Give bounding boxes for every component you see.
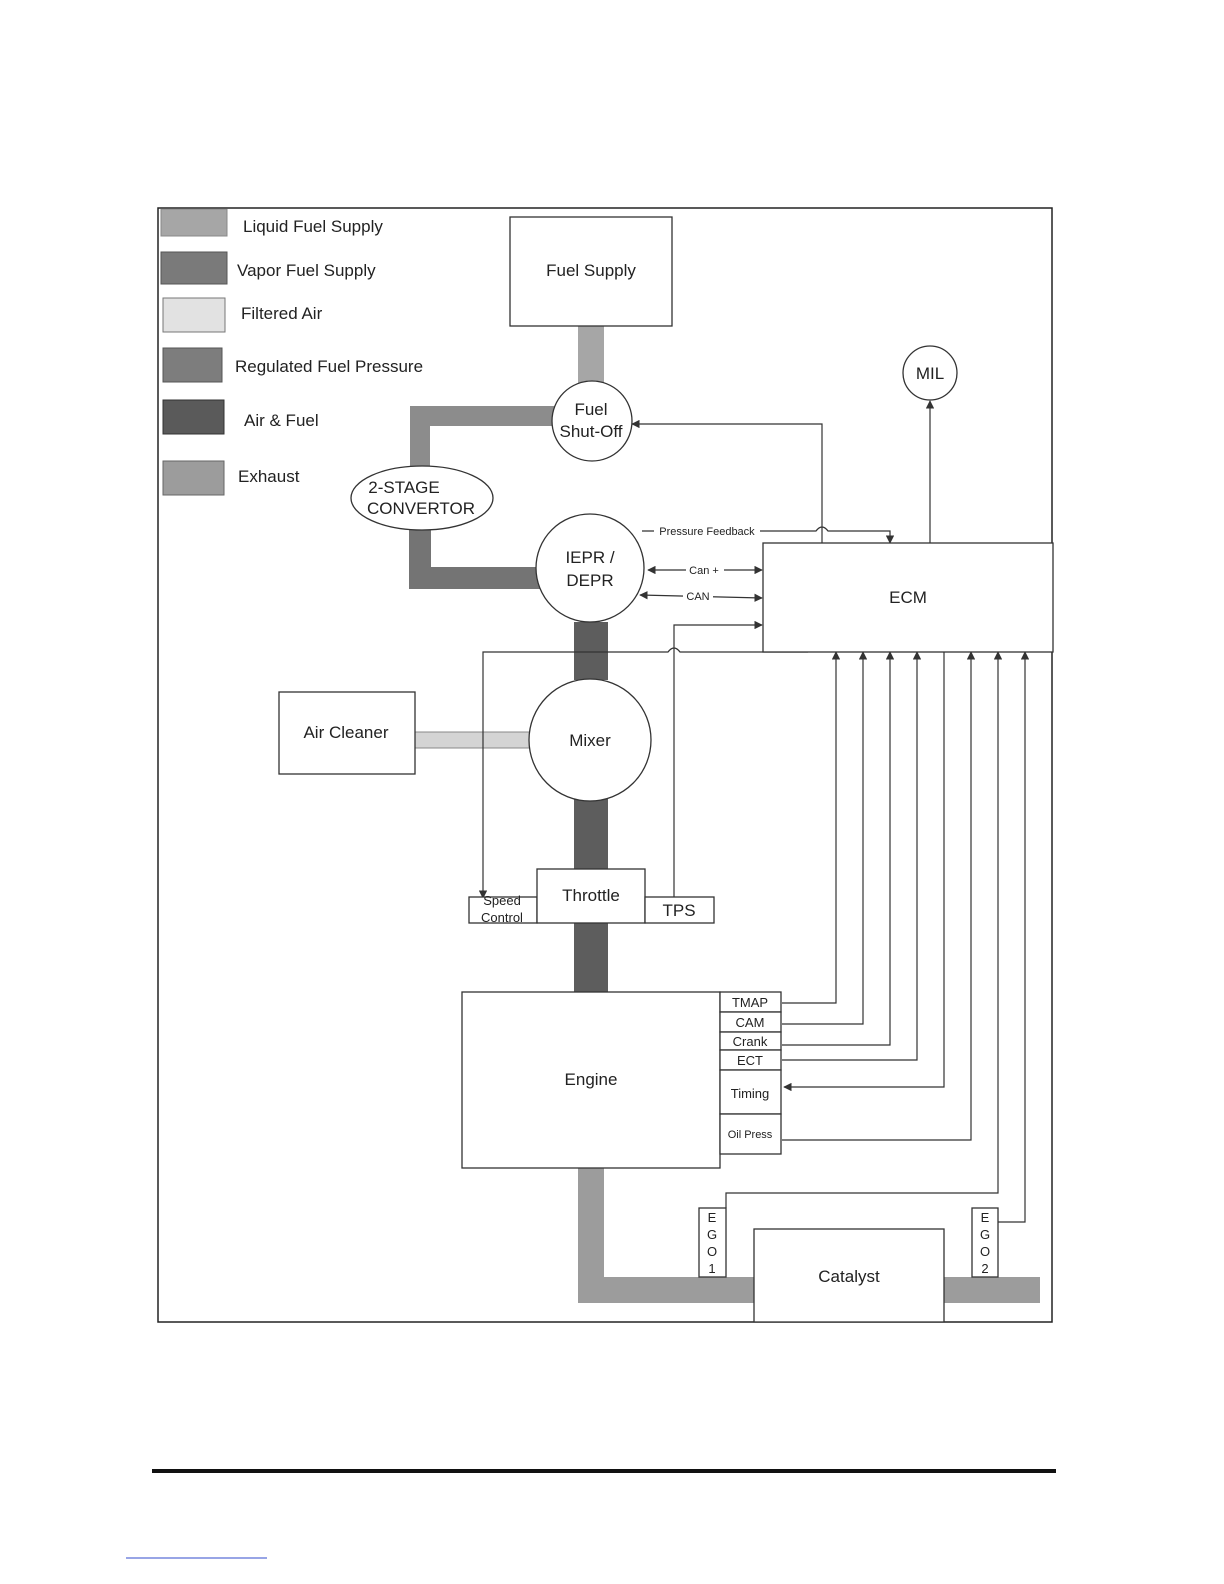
ego2-letter-g: G: [980, 1227, 990, 1242]
legend: Liquid Fuel Supply Vapor Fuel Supply Fil…: [161, 209, 423, 495]
can-plus-label: Can +: [689, 565, 719, 577]
iepr-label-line1: IEPR /: [565, 548, 614, 567]
legend-swatch-air-fuel: [163, 400, 224, 434]
fuel-shutoff-valve: [552, 381, 632, 461]
pipe-vapor-fuel: [420, 416, 556, 470]
speed-control-label-line2: Control: [481, 910, 523, 925]
pipe-air-fuel-lower: [574, 922, 608, 992]
engine-label: Engine: [565, 1070, 618, 1089]
wire-tmap: [782, 652, 836, 1003]
two-stage-convertor: [351, 466, 493, 530]
ego1-letter-1: 1: [708, 1261, 715, 1276]
ego2-letter-2: 2: [981, 1261, 988, 1276]
cam-sensor-label: CAM: [736, 1015, 765, 1030]
speed-control-label-line1: Speed: [483, 893, 521, 908]
legend-swatch-vapor-fuel: [161, 252, 227, 284]
crank-sensor-label: Crank: [733, 1034, 768, 1049]
legend-swatch-regulated-fuel: [163, 348, 222, 382]
catalyst-label: Catalyst: [818, 1267, 880, 1286]
ect-sensor-label: ECT: [737, 1053, 763, 1068]
ego1-letter-e: E: [708, 1210, 717, 1225]
legend-swatch-exhaust: [163, 461, 224, 495]
legend-swatch-liquid-fuel: [161, 209, 227, 236]
ecm-label: ECM: [889, 588, 927, 607]
ego2-letter-e: E: [981, 1210, 990, 1225]
throttle-label: Throttle: [562, 886, 620, 905]
wire-timing: [784, 652, 944, 1087]
legend-label-air-fuel: Air & Fuel: [244, 411, 319, 430]
mixer-label: Mixer: [569, 731, 611, 750]
pipe-air-fuel-middle: [574, 798, 608, 870]
fuel-shutoff-label-line1: Fuel: [574, 400, 607, 419]
fuel-supply-label: Fuel Supply: [546, 261, 636, 280]
pipe-liquid-fuel: [578, 326, 604, 388]
tps-label: TPS: [662, 901, 695, 920]
legend-label-filtered-air: Filtered Air: [241, 304, 323, 323]
fuel-shutoff-label-line2: Shut-Off: [560, 422, 623, 441]
mil-label: MIL: [916, 364, 944, 383]
air-cleaner-label: Air Cleaner: [303, 723, 388, 742]
oil-press-sensor-label: Oil Press: [728, 1129, 773, 1141]
wire-ecm-to-speed-control: [483, 648, 808, 898]
legend-swatch-filtered-air: [163, 298, 225, 332]
wire-ect: [782, 652, 917, 1060]
pipe-air-fuel-upper: [574, 622, 608, 680]
pipe-regulated-fuel: [420, 528, 540, 578]
wire-ego2: [998, 652, 1025, 1222]
engine-sensor-stack: TMAP CAM Crank ECT Timing Oil Press: [720, 992, 781, 1154]
legend-label-regulated-fuel: Regulated Fuel Pressure: [235, 357, 423, 376]
convertor-label-line1: 2-STAGE: [368, 478, 439, 497]
legend-label-exhaust: Exhaust: [238, 467, 300, 486]
legend-label-liquid-fuel: Liquid Fuel Supply: [243, 217, 383, 236]
timing-label: Timing: [731, 1086, 770, 1101]
ego1-letter-g: G: [707, 1227, 717, 1242]
ego2-letter-o: O: [980, 1244, 990, 1259]
wire-cam: [782, 652, 863, 1024]
can-label: CAN: [686, 591, 709, 603]
tmap-sensor-label: TMAP: [732, 995, 768, 1010]
footer-rule: [152, 1469, 1056, 1473]
iepr-depr-regulator: [536, 514, 644, 622]
iepr-label-line2: DEPR: [566, 571, 613, 590]
wire-oil-press: [782, 652, 971, 1140]
legend-label-vapor-fuel: Vapor Fuel Supply: [237, 261, 376, 280]
pressure-feedback-label: Pressure Feedback: [659, 526, 755, 538]
wire-tps-to-ecm: [674, 625, 762, 898]
pipe-filtered-air: [414, 732, 530, 748]
ego1-letter-o: O: [707, 1244, 717, 1259]
convertor-label-line2: CONVERTOR: [367, 499, 475, 518]
